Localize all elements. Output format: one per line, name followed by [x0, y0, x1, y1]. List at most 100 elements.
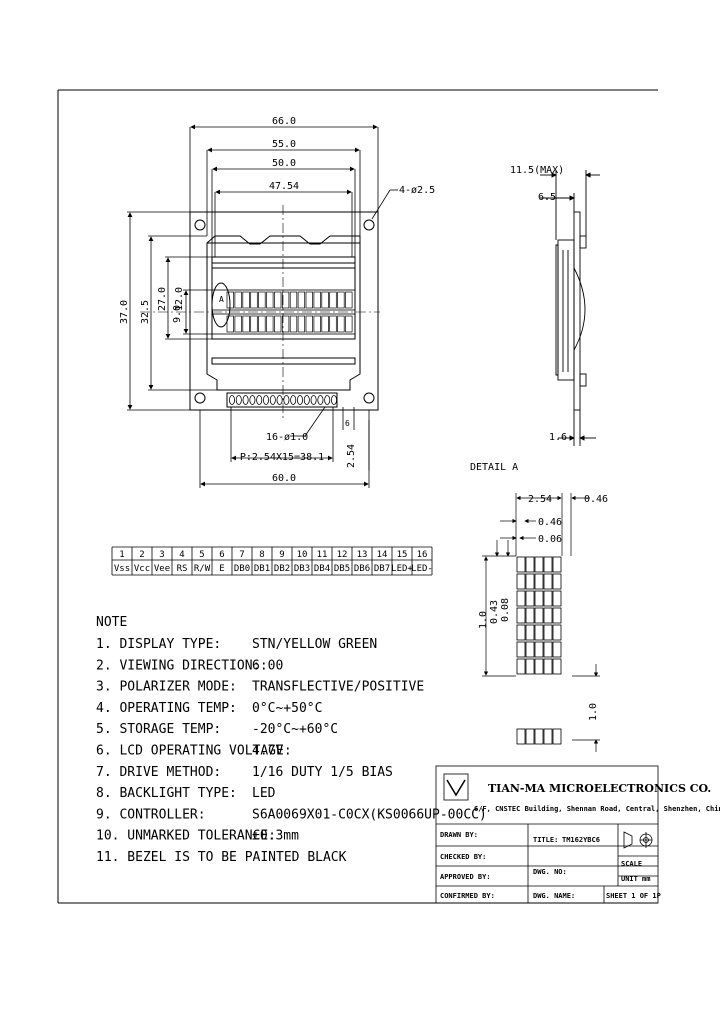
- char-cell: [297, 291, 306, 309]
- note-value: STN/YELLOW GREEN: [252, 637, 377, 652]
- front-view: [140, 205, 380, 420]
- detail-dot: [552, 728, 562, 745]
- note-value: 4.7V: [252, 744, 283, 759]
- detail-dot: [534, 573, 544, 590]
- detail-dot: [516, 590, 526, 607]
- char-cell: [321, 291, 329, 309]
- pin-number: 8: [259, 550, 264, 560]
- pin-hole: [276, 395, 283, 405]
- pcb-outline: [189, 211, 379, 411]
- dim-v10b: 1.0: [588, 703, 599, 721]
- detail-dot: [534, 590, 544, 607]
- detail-dot: [516, 556, 526, 573]
- dim-pin254: 2.54: [346, 444, 357, 468]
- char-cell: [281, 315, 290, 333]
- detail-dot: [543, 624, 553, 641]
- mount-hole: [194, 392, 206, 404]
- note-value: 1/16 DUTY 1/5 BIAS: [252, 765, 393, 780]
- pin-hole: [303, 395, 310, 405]
- note-value: 0°C~+50°C: [252, 701, 322, 716]
- pin-number: 1: [119, 550, 124, 560]
- note-label: 1. DISPLAY TYPE:: [96, 637, 221, 652]
- pin-number: 5: [199, 550, 204, 560]
- side-lcd-curve: [573, 267, 586, 351]
- detail-dot: [525, 607, 535, 624]
- detail-dot: [525, 641, 535, 658]
- char-cell: [337, 315, 345, 333]
- detail-dot: [543, 573, 553, 590]
- detail-a-dimensions: [482, 493, 600, 752]
- char-cell: [234, 291, 242, 309]
- note-label: 9. CONTROLLER:: [96, 807, 206, 822]
- pin-table-cells: 1Vss2Vcc3Vee4RS5R/W6E7DB08DB19DB210DB311…: [114, 547, 433, 575]
- char-cell: [305, 291, 313, 309]
- pin-name: Vss: [114, 564, 130, 574]
- mount-hole: [363, 219, 375, 231]
- notes-list: 1. DISPLAY TYPE: STN/YELLOW GREEN 2. VIEWI…: [96, 637, 487, 865]
- detail-dot: [552, 590, 562, 607]
- pin-number: 16: [417, 550, 428, 560]
- pin-hole: [317, 395, 324, 405]
- approved-by: APPROVED BY:: [440, 873, 491, 881]
- char-cell: [281, 291, 290, 309]
- dim-v008: 0.08: [500, 598, 511, 622]
- char-cell: [266, 315, 274, 333]
- sheet-label: SHEET 1 OF 1P: [606, 892, 661, 900]
- detail-dot: [543, 658, 553, 675]
- pin-number: 6: [219, 550, 224, 560]
- char-cell: [266, 291, 274, 309]
- char-cell: [250, 315, 258, 333]
- char-cell: [289, 291, 298, 309]
- detail-dot: [516, 658, 526, 675]
- note-label: 3. POLARIZER MODE:: [96, 680, 237, 695]
- scale-label: SCALE: [621, 860, 642, 868]
- dim-v043: 0.43: [489, 600, 500, 624]
- char-cell: [321, 315, 329, 333]
- pin-name: E: [219, 564, 224, 574]
- dim-50: 50.0: [272, 158, 296, 169]
- title-block: [435, 765, 659, 904]
- unit-label: UNIT: [621, 875, 638, 883]
- char-cell: [345, 291, 353, 309]
- pin-name: DB3: [294, 564, 310, 574]
- company-logo: [443, 773, 469, 801]
- checked-by: CHECKED BY:: [440, 853, 486, 861]
- dim-holes: 4-ø2.5: [399, 185, 435, 196]
- pin-array: [228, 395, 337, 405]
- note-label: 5. STORAGE TEMP:: [96, 722, 221, 737]
- pin-hole: [242, 395, 249, 405]
- detail-dot: [552, 573, 562, 590]
- title-label: TITLE:: [533, 836, 558, 844]
- detail-dot: [534, 607, 544, 624]
- char-cell: [274, 291, 282, 309]
- unit-value: mm: [642, 875, 650, 883]
- char-cell: [345, 315, 353, 333]
- note-label: 2. VIEWING DIRECTION:: [96, 658, 260, 673]
- detail-a-grid: [516, 556, 562, 745]
- dim-65: 6.5: [538, 192, 556, 203]
- drawn-by: DRAWN BY:: [440, 831, 478, 839]
- pin-hole: [290, 395, 297, 405]
- company-name: TIAN-MA MICROELECTRONICS CO.: [488, 782, 711, 795]
- char-cell: [258, 315, 266, 333]
- side-pcb: [573, 211, 581, 411]
- mount-hole: [194, 219, 206, 231]
- char-row-2: [211, 313, 356, 335]
- pin-number: 3: [159, 550, 164, 560]
- pin-hole: [269, 395, 276, 405]
- dwg-name: DWG. NAME:: [533, 892, 575, 900]
- char-cell: [250, 291, 258, 309]
- detail-a-marker: [211, 282, 231, 328]
- dim-vmax: 11.5(MAX): [510, 165, 564, 176]
- company-address: 6/F, CNSTEC Building, Shennan Road, Cent…: [474, 805, 720, 813]
- pin-number: 2: [139, 550, 144, 560]
- detail-dot: [552, 607, 562, 624]
- detail-dot: [543, 641, 553, 658]
- detail-dot: [543, 728, 553, 745]
- mount-hole: [363, 392, 375, 404]
- pin-name: Vee: [154, 564, 170, 574]
- char-cell: [234, 315, 242, 333]
- dim-16: 1.6: [549, 432, 567, 443]
- detail-dot: [525, 590, 535, 607]
